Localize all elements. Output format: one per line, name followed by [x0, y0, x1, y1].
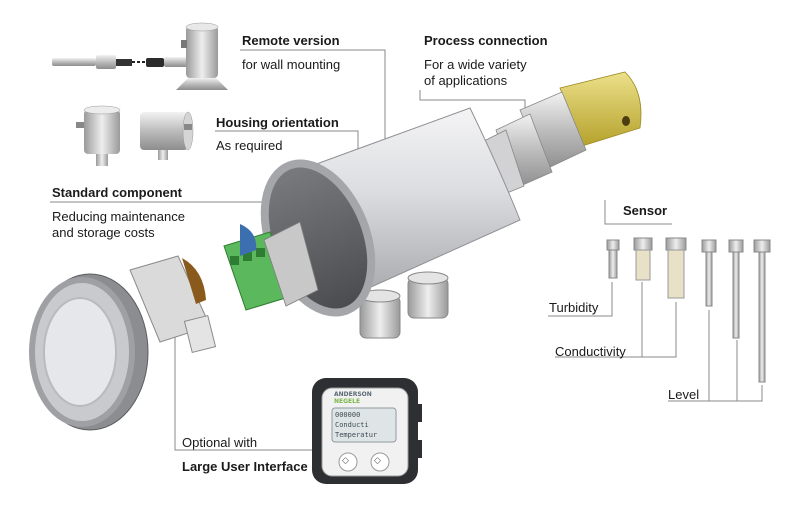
leader-turbidity	[548, 282, 613, 317]
leader-lines	[50, 49, 763, 451]
housing-orientation-text: As required	[216, 138, 283, 153]
display-module-floating	[129, 255, 217, 354]
remote-version-text: for wall mounting	[242, 57, 341, 72]
sensor-title: Sensor	[623, 203, 668, 218]
sensor-lineup	[606, 237, 771, 383]
level-label: Level	[668, 387, 700, 402]
leader-remote	[240, 49, 386, 160]
standard-component-title: Standard component	[52, 185, 183, 200]
process-connection-title: Process connection	[424, 33, 548, 48]
display-brand-line2: NEGELE	[334, 398, 361, 405]
display-line-3: Temperatur	[335, 431, 378, 439]
housing-orientation-title: Housing orientation	[216, 115, 339, 130]
standard-component-text-1: Reducing maintenance	[52, 209, 185, 224]
display-line-2: Conducti	[335, 421, 369, 429]
cover-ring	[29, 273, 149, 431]
leader-level	[668, 385, 763, 402]
ui-title: Large User Interface	[182, 459, 308, 474]
leader-ui	[174, 308, 315, 451]
housing-orientation-illustration	[76, 105, 194, 166]
cable-glands	[359, 271, 449, 339]
process-connection-text-1: For a wide variety	[424, 57, 527, 72]
remote-version-title: Remote version	[242, 33, 340, 48]
leader-conductivity	[555, 302, 677, 358]
remote-version-illustration	[52, 22, 228, 90]
leader-sensor	[604, 200, 672, 225]
display-button-right[interactable]: ◇	[374, 455, 381, 465]
ui-optional-text: Optional with	[182, 435, 258, 450]
display-line-1: 000000	[335, 411, 361, 419]
process-connection-text-2: of applications	[424, 73, 508, 88]
display-screen: 000000 Conducti Temperatur	[335, 410, 395, 440]
leader-process	[419, 90, 526, 112]
user-interface-module	[312, 378, 422, 484]
turbidity-label: Turbidity	[549, 300, 599, 315]
main-housing	[223, 71, 642, 339]
display-button-left[interactable]: ◇	[342, 455, 349, 465]
standard-component-text-2: and storage costs	[52, 225, 155, 240]
display-brand-line1: ANDERSON	[334, 391, 372, 398]
display-brand: ANDERSON NEGELE	[334, 391, 396, 405]
conductivity-label: Conductivity	[555, 344, 626, 359]
